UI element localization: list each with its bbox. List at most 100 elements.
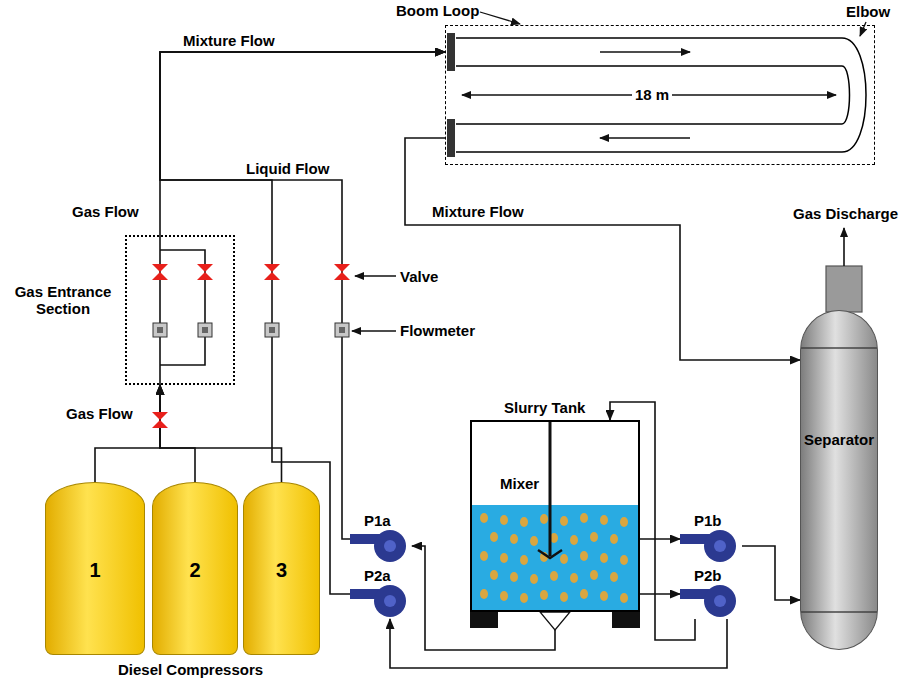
- leader-line: [352, 330, 396, 331]
- slurry-particle: [520, 555, 528, 565]
- slurry-particle: [610, 572, 618, 582]
- slurry-particle: [590, 532, 598, 542]
- flowmeter-symbol: [265, 323, 279, 337]
- slurry-particle: [600, 515, 608, 525]
- slurry-particle: [530, 536, 538, 546]
- slurry-particle: [480, 589, 488, 599]
- flow-label: Gas Discharge: [793, 205, 898, 222]
- flowmeter-symbol: [198, 323, 212, 337]
- flow-label: Gas Flow: [72, 203, 139, 220]
- node-label: 2: [153, 559, 237, 581]
- slurry-particle: [540, 514, 548, 524]
- tank-outlet: [540, 612, 570, 630]
- flow-label: Valve: [400, 268, 438, 285]
- valve-symbol: [152, 264, 168, 272]
- compressor-tank: 1: [45, 482, 145, 655]
- flow-label: Mixture Flow: [183, 32, 275, 49]
- slurry-particle: [540, 590, 548, 600]
- flowmeter-symbol: [269, 327, 275, 333]
- slurry-particle: [500, 553, 508, 563]
- slurry-particle: [500, 591, 508, 601]
- flow-pipe: [742, 546, 800, 600]
- node-label: P2a: [364, 567, 391, 584]
- pump: P1b: [680, 512, 742, 564]
- node-sublabel: Mixer: [500, 475, 539, 492]
- node-label: Boom Loop: [396, 2, 479, 19]
- slurry-particle: [510, 572, 518, 582]
- slurry-particle: [520, 593, 528, 603]
- slurry-particle: [550, 571, 558, 581]
- pipe-flange: [447, 119, 455, 157]
- flow-pipe: [160, 385, 282, 482]
- gas-manifold: [160, 235, 205, 385]
- slurry-particle: [600, 553, 608, 563]
- slurry-particle: [560, 516, 568, 526]
- leader-line: [355, 275, 396, 276]
- slurry-water: [471, 505, 639, 611]
- valve-symbol: [197, 264, 213, 272]
- slurry-particle: [510, 534, 518, 544]
- flow-label: Flowmeter: [400, 322, 475, 339]
- pump-hub: [714, 595, 726, 607]
- slurry-tank: Slurry TankMixer: [470, 420, 640, 612]
- flow-arrow: [600, 137, 690, 139]
- slurry-particle: [570, 573, 578, 583]
- flowmeter-symbol: [157, 327, 163, 333]
- valve-symbol: [334, 264, 350, 272]
- slurry-particle: [620, 593, 628, 603]
- pump-body: [704, 585, 736, 617]
- pipe-wall: [456, 65, 842, 67]
- valve-symbol: [264, 264, 280, 272]
- slurry-particle: [580, 589, 588, 599]
- node-label: 1: [46, 559, 144, 581]
- slurry-particle: [560, 554, 568, 564]
- mixer-blade: [538, 550, 562, 558]
- flow-label: Liquid Flow: [246, 160, 329, 177]
- slurry-particle: [570, 535, 578, 545]
- slurry-particle: [520, 517, 528, 527]
- pump-hub: [714, 540, 726, 552]
- valve-symbol: [152, 272, 168, 280]
- flow-pipe: [640, 538, 680, 540]
- node-label: Slurry Tank: [504, 399, 585, 416]
- gas-entrance-section: Gas Entrance Section: [125, 235, 235, 385]
- node-label: P2b: [694, 567, 722, 584]
- flow-pipe: [160, 385, 195, 482]
- slurry-particle: [600, 591, 608, 601]
- compressor-tank: 3: [243, 482, 320, 655]
- valve-symbol: [152, 412, 168, 420]
- pump-body: [374, 530, 406, 562]
- separator-vessel: Separator: [800, 310, 878, 650]
- pipe-flange: [447, 33, 455, 71]
- flowmeter-symbol: [153, 323, 167, 337]
- slurry-particle: [620, 555, 628, 565]
- flow-arrow: [600, 51, 690, 53]
- pump: P2b: [680, 567, 742, 619]
- valve-symbol: [152, 420, 168, 428]
- flow-label: Gas Flow: [66, 405, 133, 422]
- tank-leg: [470, 612, 498, 628]
- flow-pipe: [640, 593, 680, 595]
- slurry-particle: [610, 534, 618, 544]
- flow-label: Mixture Flow: [432, 203, 524, 220]
- pump: P2a: [350, 567, 412, 619]
- leader-line: [480, 12, 520, 24]
- flow-label: Elbow: [846, 3, 890, 20]
- pipe-wall: [456, 37, 842, 39]
- node-label: Gas Entrance Section: [7, 283, 119, 317]
- mixer-shaft: [549, 422, 552, 556]
- flow-pipe: [160, 52, 445, 539]
- flow-label: 18 m: [632, 86, 672, 103]
- slurry-particle: [590, 570, 598, 580]
- slurry-particle: [480, 551, 488, 561]
- slurry-particle: [490, 532, 498, 542]
- slurry-particle: [490, 570, 498, 580]
- slurry-particle: [580, 513, 588, 523]
- flowmeter-symbol: [335, 323, 349, 337]
- gas-discharge-arrow: [843, 228, 845, 266]
- slurry-particle: [580, 551, 588, 561]
- slurry-particle: [620, 517, 628, 527]
- pump-body: [374, 585, 406, 617]
- pump-hub: [384, 540, 396, 552]
